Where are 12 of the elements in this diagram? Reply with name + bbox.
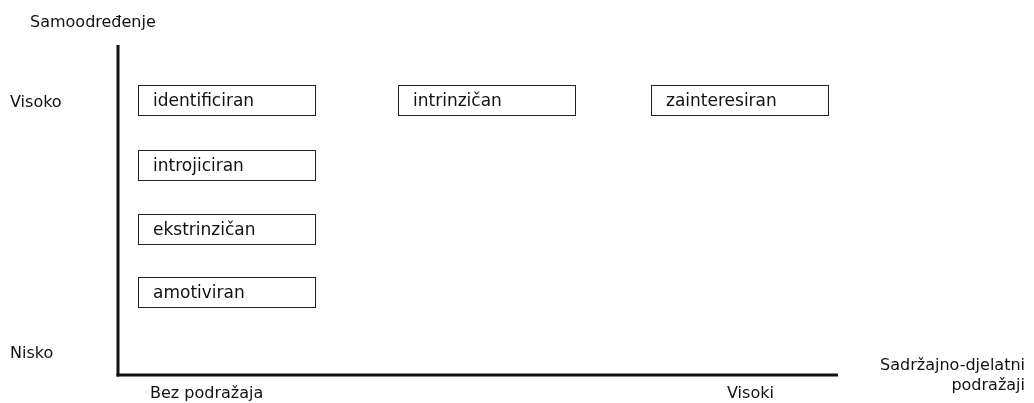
axis-level-label: Nisko [10,343,54,363]
axis-level-label: Visoko [10,92,62,112]
category-box: zainteresiran [651,85,829,116]
category-box: identificiran [138,85,316,116]
axis-title: Sadržajno-djelatni podražaji [879,355,1025,395]
category-box: amotiviran [138,277,316,308]
category-box: intrinzičan [398,85,576,116]
category-box: ekstrinzičan [138,214,316,245]
axis-level-label: Visoki [727,383,774,403]
axis-level-label: Bez podražaja [150,383,264,403]
category-box: introjiciran [138,150,316,181]
axis-title: Samoodređenje [30,12,156,32]
